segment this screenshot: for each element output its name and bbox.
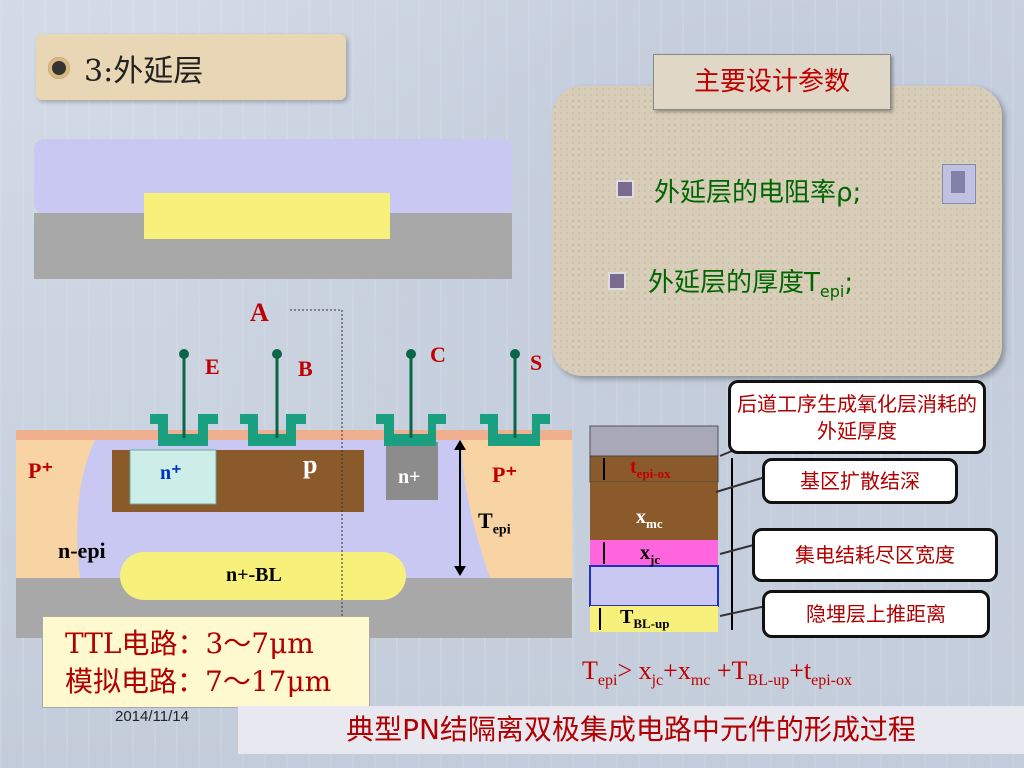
- label-tepi: Tepi: [478, 508, 511, 538]
- n-plus-collector: [386, 442, 438, 500]
- emitter-contact: [150, 414, 218, 446]
- label-S: S: [530, 350, 543, 375]
- oxide-stack-layer: [589, 425, 719, 457]
- label-p-plus-left: P⁺: [28, 458, 54, 483]
- slide-footer: 典型PN结隔离双极集成电路中元件的形成过程: [238, 706, 1024, 754]
- label-t-bl-up: TBL-up: [620, 606, 670, 631]
- collector-terminal: [406, 349, 416, 359]
- label-x-jc: xjc: [640, 542, 661, 567]
- label-x-mc: xmc: [636, 506, 663, 531]
- label-E: E: [205, 354, 220, 379]
- t-bl-up-layer: [590, 606, 718, 632]
- label-B: B: [298, 356, 313, 381]
- parameters-heading: 主要设计参数: [653, 54, 891, 110]
- label-t-epi-ox: tepi-ox: [630, 456, 671, 481]
- emitter-terminal: [179, 349, 189, 359]
- label-p: p: [303, 450, 318, 479]
- ttl-range: TTL电路：3～7μm: [65, 627, 314, 660]
- bullet-icon: [616, 180, 634, 198]
- buried-layer: [144, 193, 390, 239]
- callout-line-2: [715, 477, 763, 493]
- p-plus-isolation-right: [461, 438, 572, 578]
- x-jc-layer: [590, 540, 718, 566]
- tepi-arrow-head-up: [454, 440, 466, 450]
- callout-base-junction: 基区扩散结深: [762, 458, 958, 504]
- bullet-icon: [608, 272, 626, 290]
- title-panel: [36, 34, 346, 100]
- label-p-plus-right: P⁺: [492, 462, 518, 487]
- collector-contact: [376, 414, 446, 446]
- label-n-plus-emitter: n⁺: [160, 462, 182, 484]
- base-terminal: [272, 349, 282, 359]
- label-n-plus-collector: n+: [398, 466, 421, 488]
- callout-line-4: [719, 605, 767, 617]
- label-C: C: [430, 342, 446, 367]
- document-icon[interactable]: [942, 164, 976, 204]
- epi-stack-layer: [589, 565, 719, 607]
- tepi-arrow-head-down: [454, 566, 466, 576]
- x-mc-layer: [590, 482, 718, 540]
- thickness-range-box: TTL电路：3～7μm 模拟电路：7～17μm: [42, 616, 370, 708]
- layer-stack-diagram: [589, 425, 733, 632]
- substrate-contact: [480, 414, 550, 446]
- t-epi-ox-layer: [589, 455, 719, 483]
- param-resistivity: 外延层的电阻率ρ;: [654, 178, 862, 208]
- callout-buried-updiffusion: 隐埋层上推距离: [762, 590, 990, 638]
- callout-depletion: 集电结耗尽区宽度: [752, 528, 998, 582]
- parameters-panel: [552, 86, 1002, 376]
- wafer-top-illustration: [34, 139, 512, 279]
- label-n-epi: n-epi: [58, 538, 106, 563]
- param-thickness: 外延层的厚度Tepi;: [648, 268, 854, 302]
- label-n-bl: n+-BL: [226, 564, 282, 586]
- title-bullet-icon: [48, 57, 70, 79]
- p-plus-isolation-left: [16, 438, 96, 578]
- analog-range: 模拟电路：7～17μm: [65, 665, 332, 698]
- slide-title: 3:外延层: [84, 54, 204, 89]
- n-plus-emitter: [129, 449, 217, 505]
- substrate-terminal: [510, 349, 520, 359]
- label-A: A: [250, 298, 269, 327]
- slide-date: 2014/11/14: [115, 708, 189, 725]
- callout-oxide-consumption: 后道工序生成氧化层消耗的外延厚度: [728, 380, 986, 454]
- n-plus-buried-layer: [120, 552, 406, 600]
- thickness-formula: Tepi> xjc+xmc +TBL-up+tepi-ox: [582, 656, 852, 690]
- section-line-A: [290, 309, 343, 620]
- base-contact: [240, 414, 306, 446]
